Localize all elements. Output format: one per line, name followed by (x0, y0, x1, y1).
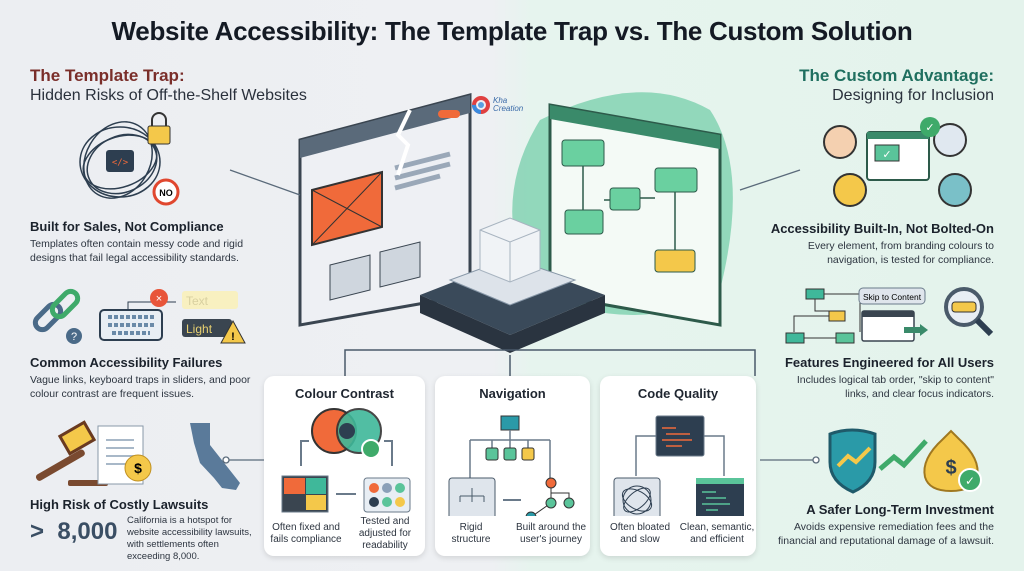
card-right-label: Built around the user's journey (515, 522, 587, 545)
skip-to-content-label: Skip to Content (863, 292, 922, 302)
card-title: Colour Contrast (295, 386, 394, 401)
card-title: Code Quality (637, 386, 719, 401)
magnifier-icon (944, 287, 994, 337)
svg-text:</>: </> (112, 158, 129, 168)
kha-creation-logo: Kha Creation (472, 96, 537, 114)
left-item-desc: California is a hotspot for website acce… (127, 515, 252, 562)
low-contrast-text-label: Text (186, 294, 209, 308)
document-icon: $ (97, 425, 152, 485)
right-item-title: Features Engineered for All Users (784, 355, 994, 370)
trap-heading: The Template Trap: (30, 66, 185, 85)
gavel-icon (35, 420, 108, 486)
left-item-title: Common Accessibility Failures (30, 355, 223, 370)
growth-arrow-icon (878, 439, 928, 471)
broken-link-icon: ? (32, 288, 82, 344)
card-right-label: Tested and adjusted for readability (358, 516, 412, 551)
broken-template-browser (298, 93, 472, 327)
lawsuit-icons: $ (35, 420, 240, 490)
svg-text:$: $ (134, 460, 142, 476)
left-item-desc: Vague links, keyboard traps in sliders, … (30, 374, 251, 400)
svg-text:✓: ✓ (882, 149, 891, 161)
card-left-label: Rigid structure (451, 522, 491, 545)
right-item-desc: Every element, from branding colours to … (807, 240, 994, 266)
svg-text:×: × (156, 293, 162, 305)
inclusive-users-icons: ✓ ✓ (823, 117, 972, 207)
lawsuit-stat: > 8,000 (30, 518, 118, 545)
card-colour-contrast: Colour Contrast Often fixed and fails co… (264, 376, 425, 556)
features-icons: Skip to Content (785, 287, 994, 344)
custom-subheading: Designing for Inclusion (832, 87, 994, 104)
central-illustration (298, 92, 756, 376)
card-title: Navigation (479, 386, 546, 401)
keyboard-icon: × (99, 289, 176, 341)
card-right-label: Clean, semantic, and efficient (679, 522, 755, 545)
left-item-desc: Templates often contain messy code and r… (30, 238, 244, 264)
tangled-code-icon: </> NO (79, 112, 180, 206)
card-code-quality: Code Quality Often bloated and slow Clea… (600, 376, 756, 556)
central-cube-platform (420, 217, 605, 353)
right-item-desc: Includes logical tab order, "skip to con… (796, 374, 994, 400)
page-title: Website Accessibility: The Template Trap… (111, 16, 913, 46)
card-left-label: Often fixed and fails compliance (270, 522, 342, 545)
investment-icons: $ ✓ (828, 428, 982, 494)
california-map-icon (190, 423, 240, 490)
navigation-illustration (448, 415, 575, 516)
svg-text:✓: ✓ (925, 122, 934, 134)
logo-mark-icon (472, 96, 490, 114)
low-contrast-light-label: Light (186, 322, 213, 336)
custom-heading: The Custom Advantage: (799, 66, 994, 85)
left-item-title: Built for Sales, Not Compliance (30, 219, 224, 234)
custom-website-browser (512, 92, 733, 327)
colour-contrast-illustration (281, 408, 411, 513)
svg-text:$: $ (945, 457, 956, 479)
right-item-title: Accessibility Built-In, Not Bolted-On (770, 221, 994, 236)
left-item-title: High Risk of Costly Lawsuits (30, 497, 209, 512)
svg-text:!: ! (231, 331, 235, 343)
no-badge: NO (159, 188, 173, 198)
card-navigation: Navigation Rigid structure Built around … (435, 376, 590, 556)
code-quality-illustration (613, 415, 744, 516)
card-left-label: Often bloated and slow (609, 522, 671, 545)
svg-text:?: ? (71, 331, 77, 343)
tab-order-icon (785, 288, 861, 344)
right-item-desc: Avoids expensive remediation fees and th… (778, 521, 994, 547)
accessibility-failures-icons: ? × Text Light ! (32, 288, 246, 344)
trap-subheading: Hidden Risks of Off-the-Shelf Websites (30, 87, 307, 104)
svg-text:✓: ✓ (965, 474, 975, 488)
right-item-title: A Safer Long-Term Investment (806, 502, 994, 517)
